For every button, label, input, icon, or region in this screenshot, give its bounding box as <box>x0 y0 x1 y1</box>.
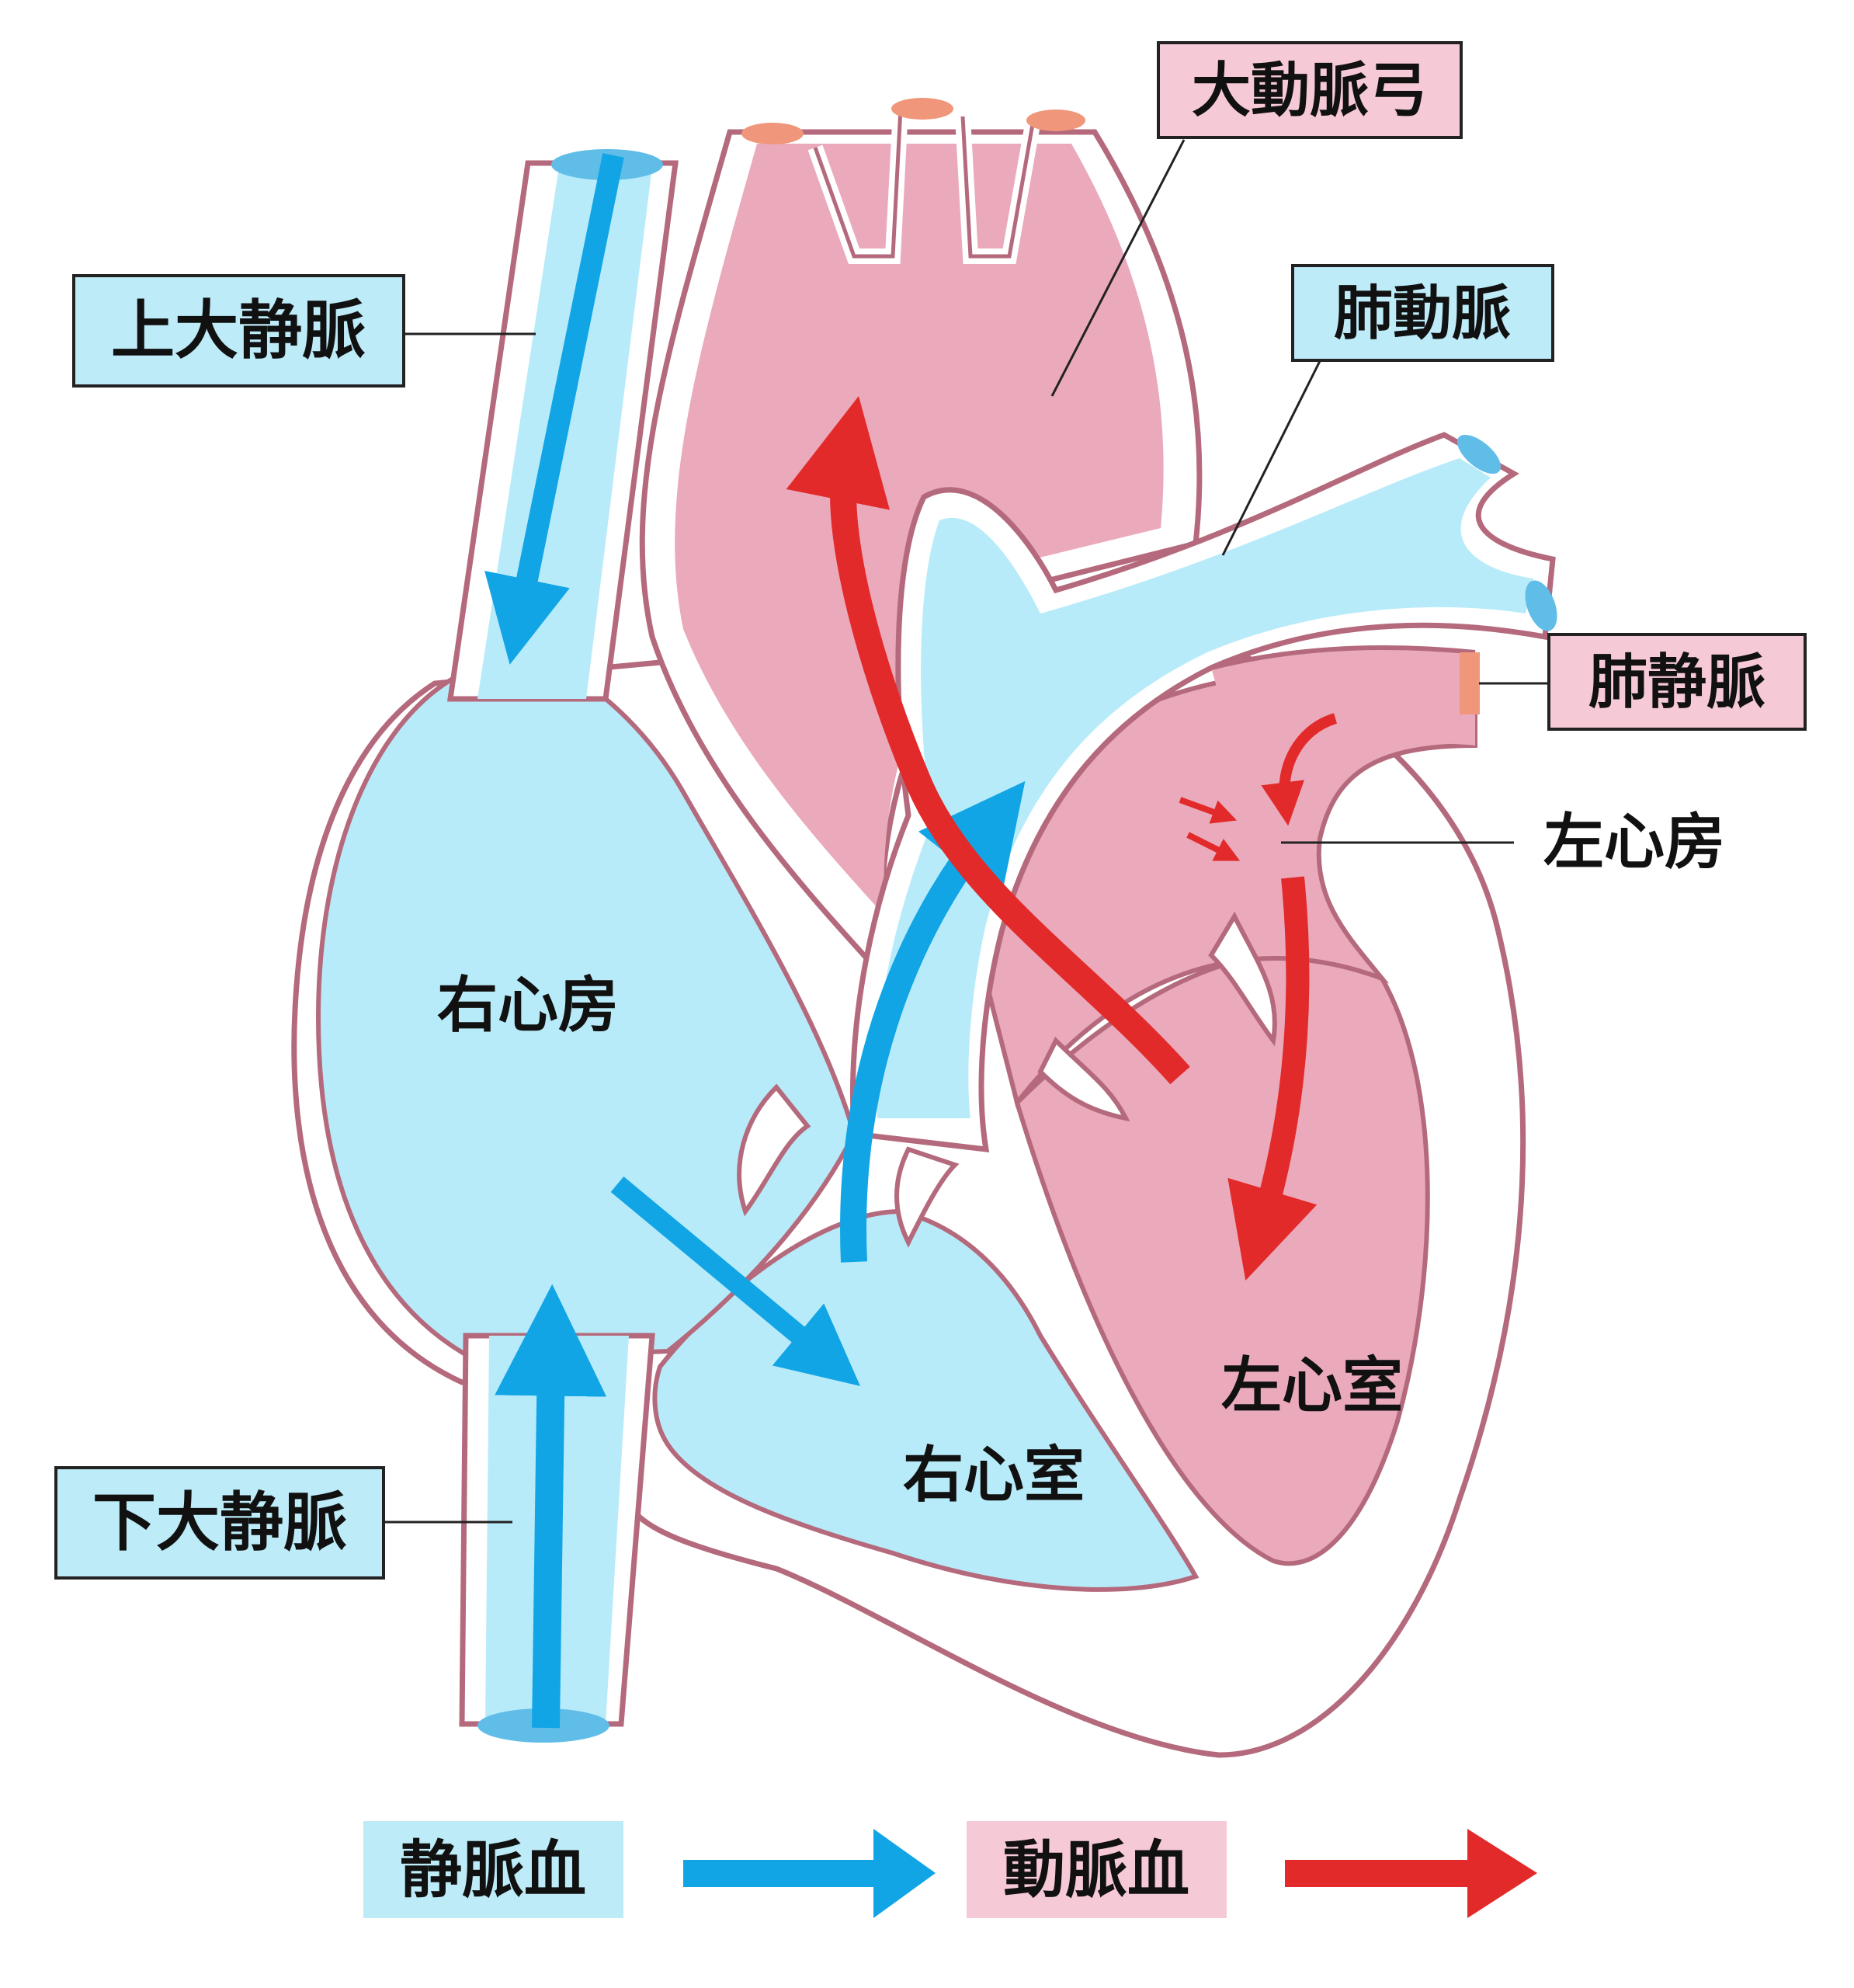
blood-flow-arrows <box>484 153 1338 1729</box>
arrow-la-to-lv <box>1227 876 1318 1281</box>
label-pulmonary-artery: 肺動脈 <box>1291 264 1554 362</box>
legend: 静脈血 動脈血 <box>363 1821 1537 1918</box>
label-pulmonary-vein-text: 肺静脈 <box>1588 648 1765 717</box>
label-pulmonary-vein: 肺静脈 <box>1547 633 1807 731</box>
valves <box>737 911 1277 1248</box>
mitral-valve <box>1208 911 1277 1047</box>
arrow-shunt-2 <box>1186 832 1241 861</box>
legend-venous: 静脈血 <box>363 1821 936 1918</box>
arrow-pv-to-la <box>1261 713 1338 826</box>
legend-arterial: 動脈血 <box>967 1821 1537 1918</box>
label-right-atrium: 右心房 <box>437 971 619 1041</box>
arrow-lv-to-aorta <box>786 395 1190 1085</box>
label-inferior-vena-cava: 下大静脈 <box>54 1466 385 1580</box>
leader-lines <box>384 139 1549 1524</box>
aortic-valve <box>1037 1036 1130 1122</box>
pulmonary-cap-2 <box>1525 580 1557 631</box>
label-superior-vena-cava-text: 上大静脈 <box>111 294 366 368</box>
label-right-ventricle: 右心室 <box>903 1441 1085 1510</box>
pulmonary-valve <box>894 1146 960 1248</box>
arrow-svc-down <box>484 153 624 665</box>
arrow-ra-to-rv <box>610 1176 861 1386</box>
label-aortic-arch: 大動脈弓 <box>1157 41 1463 139</box>
legend-arterial-label: 動脈血 <box>1003 1834 1189 1906</box>
label-inferior-vena-cava-text: 下大静脈 <box>92 1486 347 1560</box>
arrow-rv-to-pa <box>840 780 1026 1263</box>
label-left-atrium: 左心房 <box>1543 808 1725 878</box>
legend-arterial-arrow <box>1285 1829 1537 1918</box>
pulmonary-vein <box>1210 645 1480 792</box>
arrow-ivc-up <box>495 1284 607 1729</box>
aortic-cap-2 <box>891 98 953 120</box>
legend-venous-label: 静脈血 <box>400 1834 586 1906</box>
arrow-shunt-1 <box>1179 797 1238 824</box>
label-aortic-arch-text: 大動脈弓 <box>1192 56 1428 125</box>
label-superior-vena-cava: 上大静脈 <box>72 274 405 388</box>
tricuspid-valve <box>737 1083 811 1217</box>
pulmonary-vein-cap <box>1460 652 1480 714</box>
aortic-cap-1 <box>741 123 804 144</box>
aortic-cap-3 <box>1026 109 1085 131</box>
label-pulmonary-artery-text: 肺動脈 <box>1334 279 1511 348</box>
pulmonary-cap-1 <box>1456 434 1502 474</box>
legend-venous-arrow <box>683 1829 936 1918</box>
label-left-ventricle: 左心室 <box>1221 1351 1403 1421</box>
